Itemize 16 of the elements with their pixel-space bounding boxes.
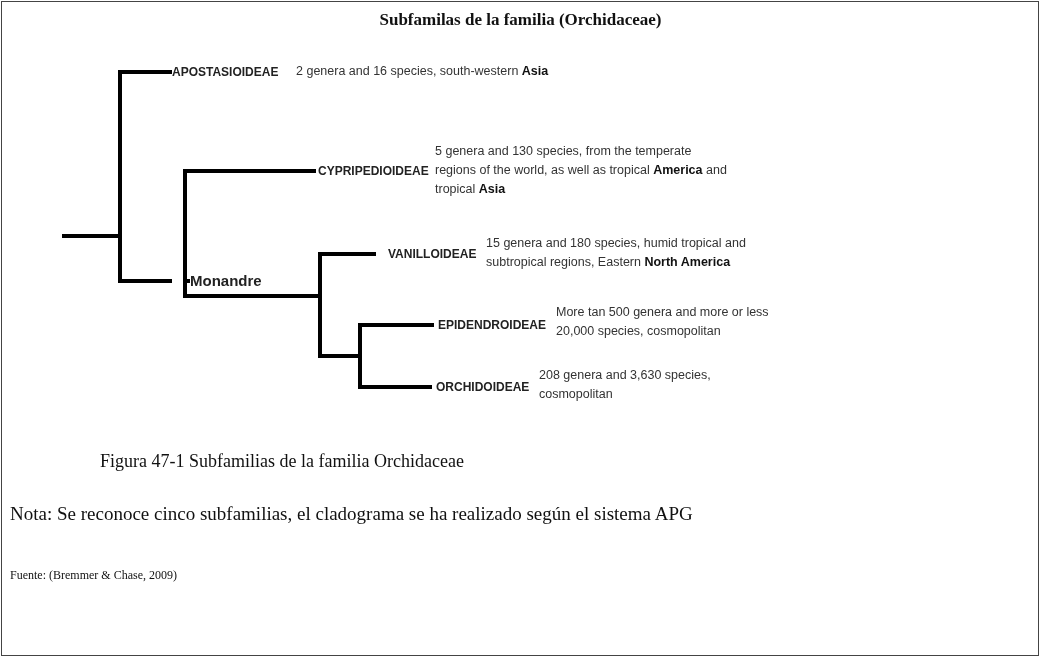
taxon-name: ORCHIDOIDEAE	[436, 379, 530, 395]
description-text: 15 genera and 180 species, humid tropical and subtropical regions, Eastern North America	[486, 235, 747, 271]
description-text: 208 genera and 3,630 species, cosmopolitan	[539, 367, 712, 403]
diagram-title: Subfamilas de la familia (Orchidaceae)	[379, 10, 662, 29]
clade-label: Monandre	[190, 273, 262, 289]
taxon-name: CYPRIPEDIOIDEAE	[318, 163, 429, 179]
cladogram-branch	[62, 234, 172, 283]
taxon-name: APOSTASIOIDEAE	[172, 64, 279, 80]
taxon-name: EPIDENDROIDEAE	[438, 317, 547, 333]
description-text: More tan 500 genera and more or less 20,000 species, cosmopolitan	[556, 304, 770, 340]
note-text: Nota: Se reconoce cinco subfamilias, el cladograma se ha realizado según el sistema APG	[10, 502, 694, 526]
taxon-name: VANILLOIDEAE	[388, 246, 477, 262]
source-text: Fuente: (Bremmer & Chase, 2009)	[10, 567, 178, 583]
description-text: 5 genera and 130 species, from the temperate regions of the world, as well as tropical America and tropical Asia	[435, 143, 728, 198]
figure-caption: Figura 47-1 Subfamilias de la familia Orchidaceae	[100, 451, 464, 472]
description-text: 2 genera and 16 species, south-western Asia	[296, 63, 550, 80]
